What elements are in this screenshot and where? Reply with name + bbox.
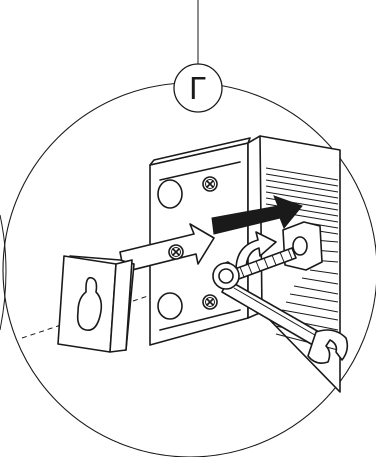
side-wall-hole (293, 237, 307, 255)
screw-middle-left (169, 245, 183, 259)
screw-bottom-right (203, 295, 217, 309)
bracket-hole-lower (158, 293, 182, 319)
bracket-hole-upper (158, 180, 182, 208)
keyhole-plate (58, 256, 134, 352)
callout-label: Г (189, 72, 207, 107)
screw-top-right (203, 177, 217, 191)
